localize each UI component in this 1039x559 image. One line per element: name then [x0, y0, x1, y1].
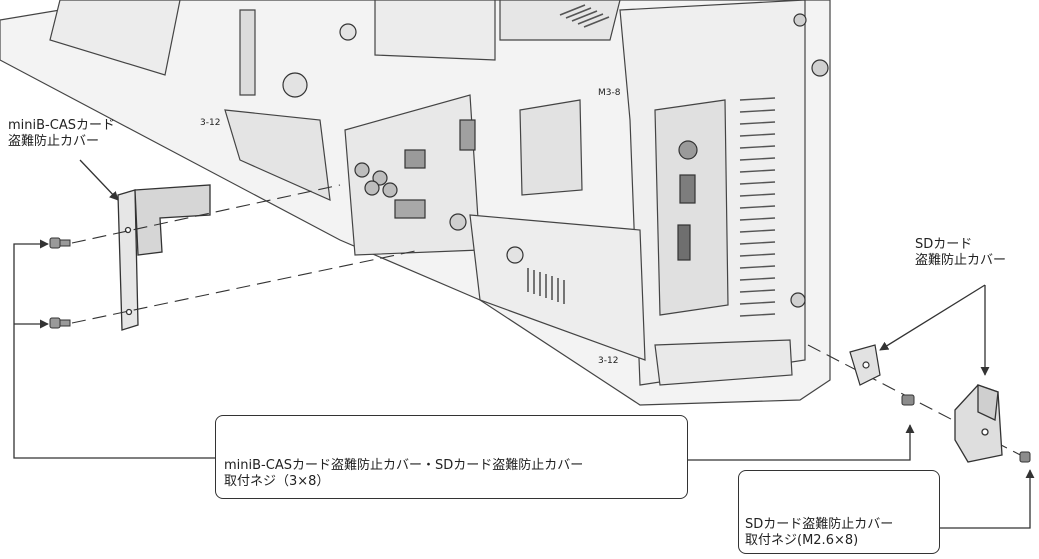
vent-slits — [739, 97, 776, 317]
sd-cover-label-line2: 盗難防止カバー — [915, 253, 1007, 268]
minib-cas-cover-label-line2: 盗難防止カバー — [8, 134, 100, 149]
sd-cover-label-line1: SDカード — [915, 237, 973, 252]
marking-1: 3-12 — [200, 118, 220, 128]
sd-screw-callout-line2: 取付ネジ(M2.6×8) — [745, 533, 859, 548]
sd-screw-callout: SDカード盗難防止カバー 取付ネジ(M2.6×8) — [738, 470, 940, 554]
av-terminals — [282, 13, 829, 308]
minib-cas-cover-label-line1: miniB-CASカード — [8, 118, 115, 133]
sd-cover-label: SDカード 盗難防止カバー — [915, 237, 1006, 269]
sd-card-cover — [954, 384, 1003, 463]
screw-paths — [71, 184, 1031, 461]
sd-screw-callout-text: SDカード盗難防止カバー 取付ネジ(M2.6×8) — [745, 517, 893, 549]
leader-arrows — [13, 159, 1035, 529]
sd-card-cover-clip — [849, 344, 881, 386]
common-screw-callout-line1: miniB-CASカード盗難防止カバー・SDカード盗難防止カバー — [224, 458, 584, 473]
minib-cas-cover-label: miniB-CASカード 盗難防止カバー — [8, 118, 115, 150]
marking-3: 3-12 — [598, 356, 618, 366]
vent-slits-lower — [527, 268, 565, 304]
common-screw-callout-line2: 取付ネジ（3×8） — [224, 474, 330, 489]
vent-slits-top — [559, 4, 610, 28]
panel-markings: 3-12 M3-8 3-12 — [200, 88, 621, 366]
marking-2: M3-8 — [598, 88, 621, 98]
screw-icon — [49, 237, 71, 329]
screw-icon — [901, 394, 1031, 463]
common-screw-callout: miniB-CASカード盗難防止カバー・SDカード盗難防止カバー 取付ネジ（3×… — [215, 415, 688, 499]
minib-cas-cover-bracket — [117, 184, 211, 331]
sd-screw-callout-line1: SDカード盗難防止カバー — [745, 517, 894, 532]
common-screw-callout-text: miniB-CASカード盗難防止カバー・SDカード盗難防止カバー 取付ネジ（3×… — [224, 458, 583, 490]
